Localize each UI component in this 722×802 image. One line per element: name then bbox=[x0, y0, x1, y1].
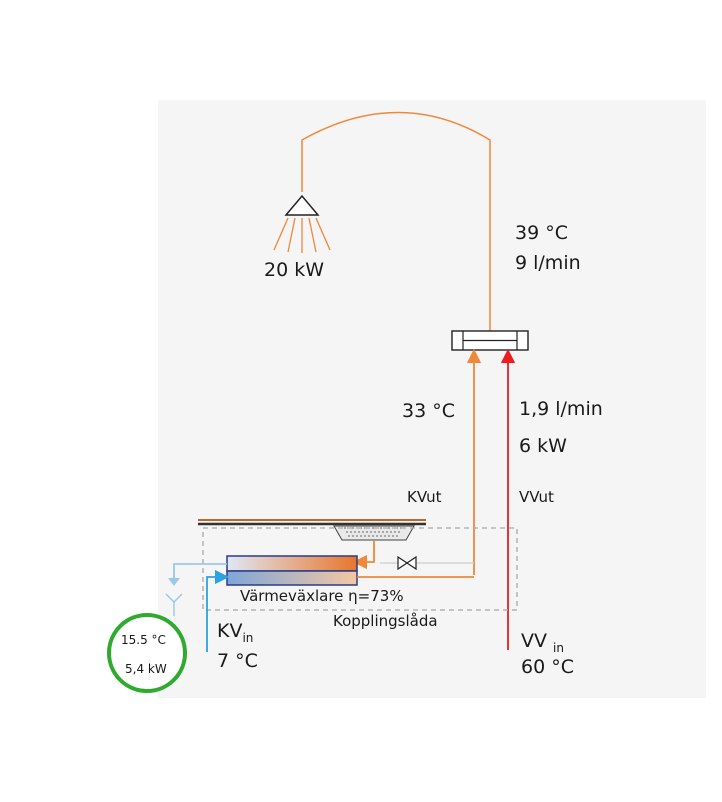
shower-floor bbox=[198, 519, 426, 541]
cold-in-temp-label: 7 °C bbox=[217, 650, 258, 672]
cold-out-temp-label: 33 °C bbox=[402, 400, 455, 422]
shower-power-label: 20 kW bbox=[264, 259, 325, 281]
junction-box-outline bbox=[202, 527, 518, 611]
mixed-water-pipe bbox=[301, 111, 491, 336]
drain-badge-circle bbox=[107, 613, 187, 693]
heat-exchanger-label: Värmeväxlare η=73% bbox=[240, 587, 404, 605]
hot-in-temp-label: 60 °C bbox=[521, 656, 574, 678]
bypass-valve-icon bbox=[397, 555, 417, 571]
hot-out-power-label: 6 kW bbox=[519, 435, 567, 457]
diagram-background bbox=[158, 100, 706, 698]
cold-in-label: KVin bbox=[217, 620, 254, 645]
junction-box-label: Kopplingslåda bbox=[333, 612, 438, 630]
hot-out-label: VVut bbox=[519, 488, 554, 506]
cold-water-in-pipe bbox=[206, 569, 230, 652]
hot-out-flow-label: 1,9 l/min bbox=[519, 398, 603, 420]
shower-head-icon bbox=[273, 194, 331, 253]
drain-pipe bbox=[352, 540, 375, 570]
drain-badge-power: 5,4 kW bbox=[125, 662, 167, 676]
mixer-flow-label: 9 l/min bbox=[515, 252, 581, 274]
heat-exchanger bbox=[226, 555, 358, 586]
drain-badge-temp: 15.5 °C bbox=[121, 633, 166, 647]
drain-out-pipe bbox=[173, 563, 227, 582]
cold-out-label: KVut bbox=[407, 488, 442, 506]
hot-in-label: VV in bbox=[521, 630, 564, 655]
mixer-temp-label: 39 °C bbox=[515, 222, 568, 244]
mixer-valve-icon bbox=[451, 330, 529, 351]
drain-outlet-icon bbox=[165, 593, 183, 616]
